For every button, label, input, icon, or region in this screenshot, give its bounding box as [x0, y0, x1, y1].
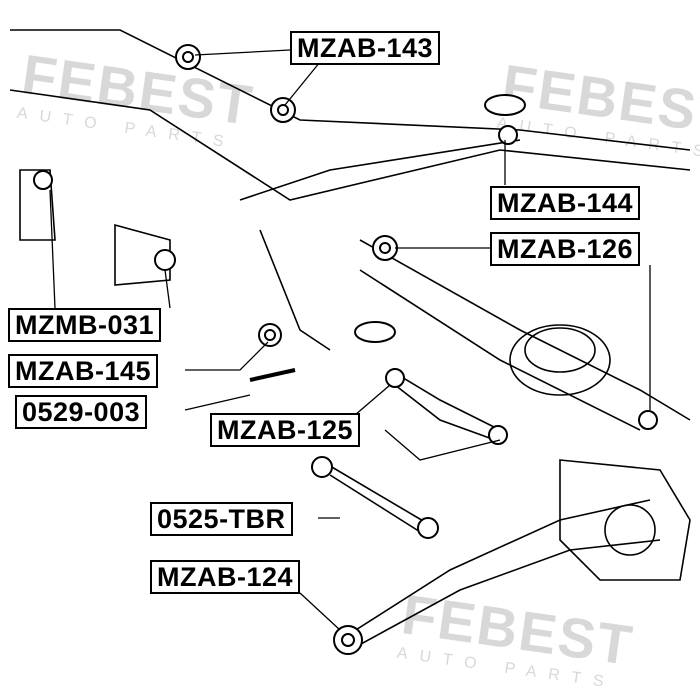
part-label-0525-tbr[interactable]: 0525-TBR [150, 502, 293, 536]
spring-seat [509, 324, 611, 396]
arm-124 [339, 499, 651, 641]
spring-pad-bottom [354, 321, 396, 343]
part-label-mzab-126[interactable]: MZAB-126 [490, 232, 641, 266]
bolt-0529-003 [249, 368, 296, 382]
bushing-tbr-b [417, 517, 439, 539]
arm-125 [389, 369, 501, 441]
part-label-mzab-144[interactable]: MZAB-144 [490, 186, 641, 220]
spring-pad-top [484, 94, 526, 116]
part-label-mzmb-031[interactable]: MZMB-031 [8, 308, 162, 342]
part-label-mzab-143[interactable]: MZAB-143 [290, 31, 441, 65]
part-label-mzab-145[interactable]: MZAB-145 [8, 354, 159, 388]
bushing-125b [488, 425, 508, 445]
part-label-mzab-125[interactable]: MZAB-125 [210, 413, 361, 447]
link-0525-tbr [319, 459, 431, 536]
lower-arm-126 [359, 239, 691, 421]
bushing-126b [638, 410, 658, 430]
mount-mzmb-031 [19, 169, 56, 241]
knuckle [559, 459, 691, 581]
bushing-144 [498, 125, 518, 145]
bushing-mzmb-031a [33, 170, 53, 190]
part-label-0529-003[interactable]: 0529-003 [15, 395, 148, 429]
bushing-mzmb-031b [154, 249, 176, 271]
subframe-outline [10, 29, 691, 151]
leader-lines [49, 49, 651, 631]
part-label-mzab-124[interactable]: MZAB-124 [150, 560, 301, 594]
bushing-125a [385, 368, 405, 388]
bushing-tbr-a [311, 456, 333, 478]
